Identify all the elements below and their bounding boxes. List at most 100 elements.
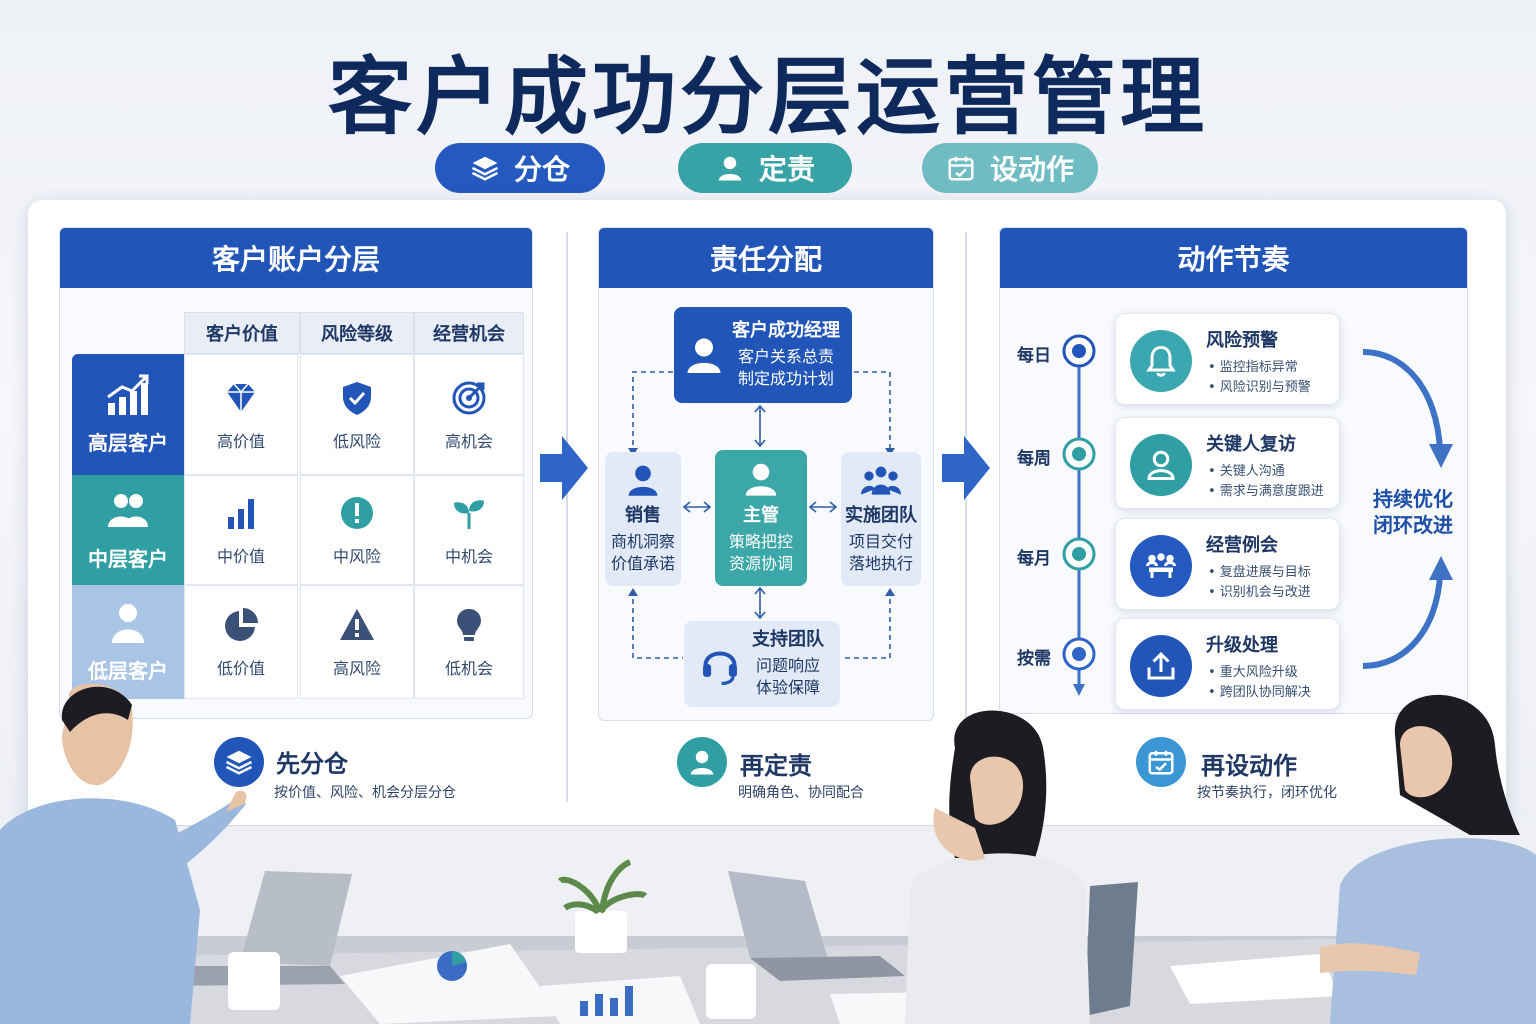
- person-icon: [745, 463, 777, 496]
- role-title: 主管: [743, 505, 779, 526]
- arrow-right-icon: [942, 436, 990, 500]
- potted-plant: [557, 859, 648, 953]
- loop-arrows-icon: [1362, 349, 1453, 669]
- cell-label: 低机会: [444, 659, 493, 678]
- card-bullet: • 跨团队协同解决: [1208, 685, 1311, 700]
- office-chair: [1085, 882, 1138, 1016]
- seated-woman-writing: [1320, 694, 1536, 1024]
- upload-icon: [1130, 635, 1192, 697]
- summary-title: 再设动作: [1201, 752, 1297, 780]
- role-cs-manager: 客户成功经理 客户关系总责 制定成功计划: [674, 307, 852, 403]
- card-title: 经营例会: [1206, 535, 1278, 556]
- card-bullet: • 复盘进展与目标: [1208, 565, 1311, 580]
- cell-label: 低风险: [332, 431, 381, 451]
- row-high-tier: 高层客户: [72, 354, 184, 475]
- person-icon: [687, 338, 721, 373]
- card-bullet: • 重大风险升级: [1208, 665, 1298, 680]
- column-header-risk: 风险等级: [300, 312, 414, 354]
- action-card-business-meeting: 经营例会 • 复盘进展与目标 • 识别机会与改进: [1115, 518, 1340, 610]
- person-icon: [677, 737, 727, 787]
- card-bullet: • 监控指标异常: [1208, 360, 1298, 375]
- role-support-team: 支持团队 问题响应 体验保障: [684, 621, 840, 707]
- sprout-icon: [454, 500, 484, 529]
- card-title: 风险预警: [1206, 330, 1278, 351]
- warning-icon: [340, 609, 374, 640]
- card-bullet: • 识别机会与改进: [1208, 585, 1311, 600]
- panel-header: 责任分配: [599, 228, 933, 288]
- column-header-opportunity: 经营机会: [414, 312, 524, 354]
- pill-shedongzuo: 设动作: [922, 143, 1098, 193]
- bell-icon: [1130, 330, 1192, 392]
- row-label: 高层客户: [88, 431, 168, 455]
- action-card-risk-alert: 风险预警 • 监控指标异常 • 风险识别与预警: [1115, 313, 1340, 405]
- row-label: 中层客户: [88, 546, 168, 571]
- role-title: 支持团队: [752, 629, 824, 650]
- calendar-icon: [948, 156, 974, 181]
- role-line: 客户关系总责: [737, 347, 834, 366]
- headset-icon: [703, 651, 737, 685]
- growth-chart-icon: [107, 374, 149, 415]
- role-line: 价值承诺: [610, 554, 675, 573]
- pie-chart-icon: [225, 608, 258, 641]
- cell-high-risk: 高风险: [300, 585, 414, 699]
- role-line: 商机洞察: [610, 532, 675, 551]
- summary-subtitle: 明确角色、协同配合: [738, 785, 864, 801]
- coffee-mug: [228, 952, 280, 1010]
- shield-check-icon: [343, 381, 371, 415]
- pill-fencang: 分仓: [435, 143, 605, 193]
- cell-label: 中机会: [444, 547, 493, 566]
- person-icon: [1130, 434, 1192, 496]
- role-line: 项目交付: [848, 532, 913, 551]
- cell-label: 中风险: [332, 547, 381, 566]
- summary-subtitle: 按价值、风险、机会分层分仓: [274, 785, 456, 801]
- meeting-room-scene: [0, 826, 1536, 1024]
- cell-label: 低价值: [216, 659, 265, 678]
- target-icon: [452, 381, 486, 414]
- person-icon: [718, 156, 742, 181]
- role-title: 实施团队: [845, 505, 917, 526]
- card-bullet: • 需求与满意度跟进: [1208, 484, 1324, 499]
- cell-label: 高价值: [216, 431, 265, 451]
- row-label: 低层客户: [88, 658, 168, 683]
- presenter-man: [0, 683, 247, 1024]
- role-title: 客户成功经理: [732, 320, 840, 341]
- cell-mid-value: 中价值: [184, 475, 298, 585]
- role-lead: 主管 策略把控 资源协调: [715, 450, 807, 586]
- loop-label-line: 闭环改进: [1373, 513, 1453, 537]
- cell-high-value: 高价值: [184, 354, 298, 475]
- role-line: 策略把控: [728, 532, 793, 551]
- summary-title: 先分仓: [276, 750, 348, 778]
- seated-woman: [905, 710, 1090, 1024]
- freq-weekly: 每周: [1017, 449, 1051, 469]
- layers-icon: [471, 156, 499, 181]
- loop-label-line: 持续优化: [1373, 487, 1453, 511]
- summary-subtitle: 按节奏执行，闭环优化: [1197, 785, 1337, 801]
- cell-high-opportunity: 高机会: [414, 354, 524, 475]
- timeline: [1062, 334, 1096, 696]
- meeting-icon: [1130, 535, 1192, 597]
- role-line: 问题响应: [755, 656, 820, 675]
- role-line: 落地执行: [848, 554, 913, 573]
- pill-dingze: 定责: [678, 143, 852, 193]
- connector-lines: [628, 371, 895, 659]
- action-card-escalation: 升级处理 • 重大风险升级 • 跨团队协同解决: [1115, 618, 1340, 710]
- cell-low-opportunity: 低机会: [414, 585, 524, 699]
- freq-monthly: 每月: [1017, 549, 1051, 569]
- loop-label: 持续优化 闭环改进: [1366, 486, 1460, 538]
- card-bullet: • 关键人沟通: [1208, 464, 1285, 479]
- arrow-right-icon: [540, 436, 588, 500]
- panel-header: 客户账户分层: [60, 228, 532, 288]
- freq-daily: 每日: [1017, 346, 1051, 366]
- role-line: 资源协调: [728, 554, 793, 573]
- pill-label: 设动作: [989, 153, 1074, 186]
- row-mid-tier: 中层客户: [72, 475, 184, 585]
- calendar-icon: [1136, 737, 1186, 787]
- row-low-tier: 低层客户: [72, 585, 184, 699]
- divider: [566, 232, 568, 802]
- role-title: 销售: [625, 505, 661, 526]
- cell-label: 高机会: [444, 431, 493, 451]
- pill-label: 分仓: [513, 153, 570, 186]
- diamond-icon: [227, 383, 255, 412]
- person-icon: [628, 465, 658, 496]
- layers-icon: [214, 737, 264, 787]
